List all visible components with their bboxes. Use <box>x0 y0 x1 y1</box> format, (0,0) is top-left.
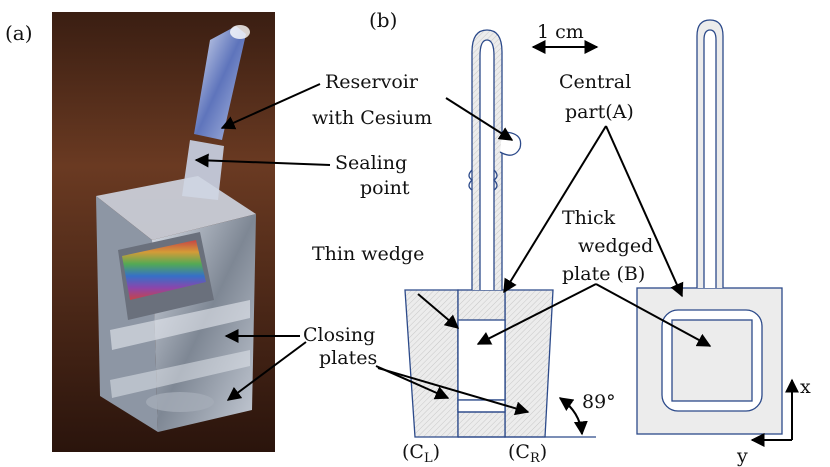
panel-label-b: (b) <box>369 8 397 32</box>
cell-front-view <box>636 19 783 435</box>
panel-label-a: (a) <box>5 21 33 45</box>
annotation-arrows-b <box>375 97 712 436</box>
label-thick-line1: Thick <box>562 207 616 229</box>
label-reservoir-line1: Reservoir <box>325 71 419 93</box>
label-cr: (CR) <box>508 441 547 466</box>
scale-label: 1 cm <box>537 21 584 43</box>
label-thick-line2: wedged <box>578 235 653 257</box>
label-closing-line1: Closing <box>303 324 375 346</box>
label-central-line1: Central <box>559 71 631 93</box>
axis-y-label: y <box>736 445 748 467</box>
axis-x-label: x <box>800 376 811 398</box>
label-central-line2: part(A) <box>565 101 634 123</box>
label-sealing-line2: point <box>360 177 410 199</box>
axes-indicator <box>750 378 799 447</box>
label-cl: (CL) <box>402 441 440 466</box>
label-thin-wedge: Thin wedge <box>312 243 424 265</box>
label-reservoir-line2: with Cesium <box>312 107 432 129</box>
photo-cell <box>52 12 275 452</box>
label-closing-line2: plates <box>319 347 377 369</box>
label-thick-line3: plate (B) <box>562 263 645 285</box>
label-sealing-line1: Sealing <box>335 152 407 174</box>
annotation-arrows-a <box>194 83 331 401</box>
cell-side-view <box>404 29 596 438</box>
label-angle: 89° <box>582 391 616 413</box>
